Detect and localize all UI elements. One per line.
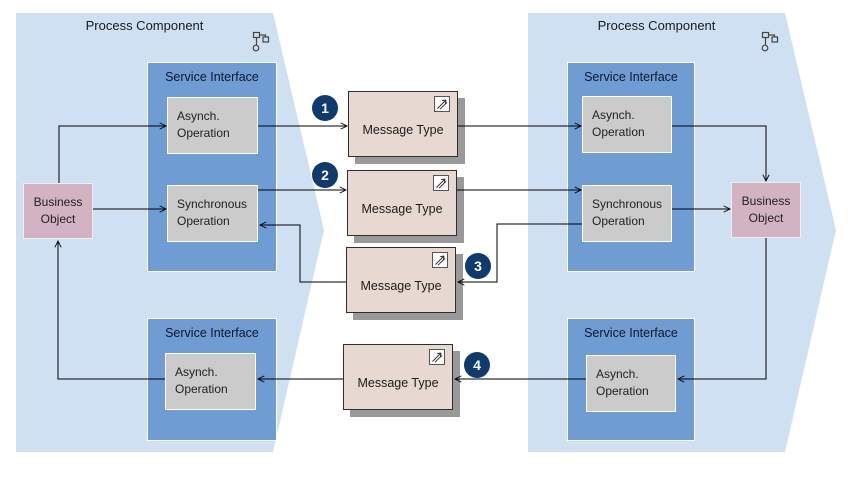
message-type-label: Message Type [357, 376, 439, 390]
message-type-label: Message Type [362, 123, 444, 137]
step-badge-4: 4 [464, 352, 490, 378]
message-type-label: Message Type [361, 202, 443, 216]
hierarchy-icon [761, 31, 779, 52]
business-object-left: Business Object [23, 183, 93, 239]
step-badge-3: 3 [465, 253, 491, 279]
async-operation-right-bottom: Asynch. Operation [586, 355, 676, 412]
step-badge-1: 1 [312, 95, 338, 121]
message-type-4: Message Type [343, 344, 453, 410]
message-type-1: Message Type [348, 91, 458, 157]
async-operation-right-top: Asynch. Operation [582, 96, 672, 153]
edit-arrow-icon [433, 175, 449, 191]
message-type-3: Message Type [346, 247, 456, 313]
edit-arrow-icon [432, 252, 448, 268]
business-object-right: Business Object [731, 182, 801, 238]
sync-operation-right: Synchronous Operation [582, 185, 672, 242]
process-component-right-title: Process Component [597, 18, 716, 33]
edit-arrow-icon [434, 96, 450, 112]
service-interface-title: Service Interface [584, 326, 678, 340]
step-badge-2: 2 [312, 162, 338, 188]
async-operation-left-bottom: Asynch. Operation [165, 353, 256, 410]
sync-operation-left: Synchronous Operation [167, 185, 258, 242]
service-interface-title: Service Interface [165, 326, 259, 340]
service-interface-title: Service Interface [165, 70, 259, 84]
hierarchy-icon [252, 31, 270, 52]
message-type-2: Message Type [347, 170, 457, 236]
service-interface-title: Service Interface [584, 70, 678, 84]
async-operation-left-top: Asynch. Operation [167, 97, 258, 154]
message-type-label: Message Type [360, 279, 442, 293]
process-component-left-title: Process Component [85, 18, 204, 33]
edit-arrow-icon [429, 349, 445, 365]
